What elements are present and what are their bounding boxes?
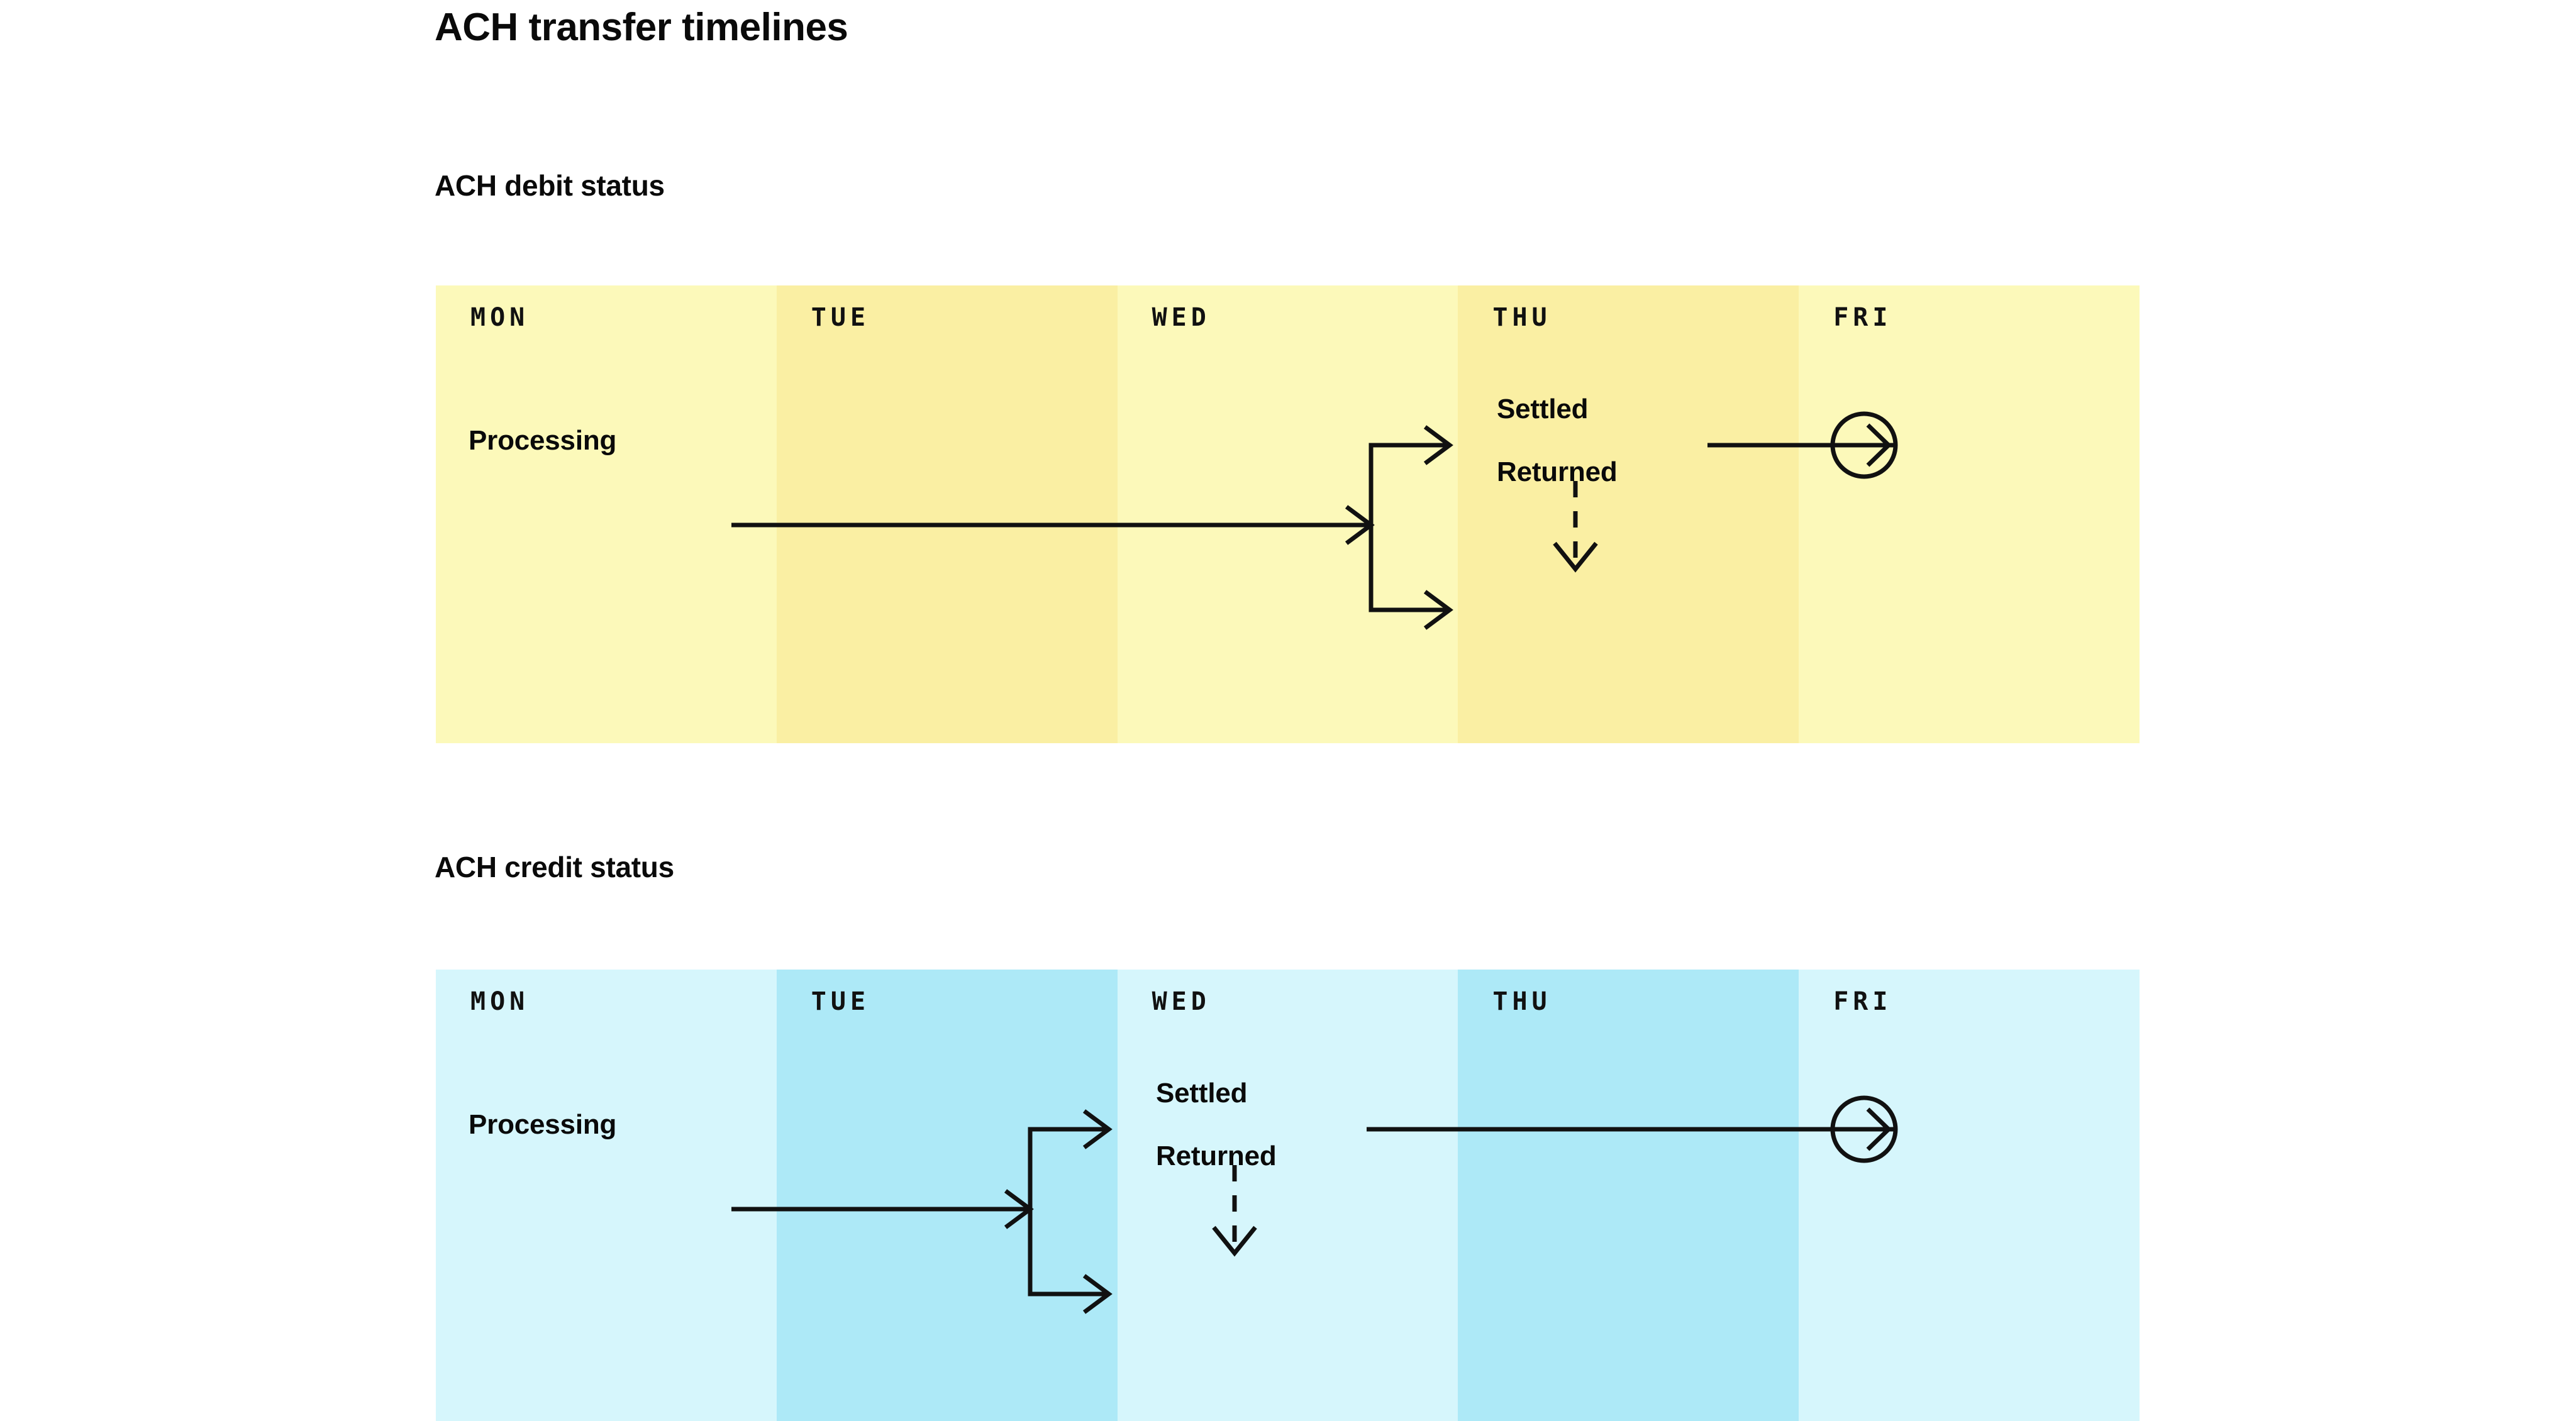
day-label-wed: WED — [1152, 987, 1211, 1016]
node-label-returned-credit: Returned — [1156, 1141, 1277, 1171]
chart-ach-credit-status: MON TUE WED THU FRI — [436, 970, 2140, 1421]
node-label-returned-debit: Returned — [1497, 456, 1618, 487]
day-label-thu: THU — [1492, 987, 1552, 1016]
day-band-thu: THU — [1458, 285, 1799, 743]
day-label-tue: TUE — [811, 987, 870, 1016]
day-bands-debit: MON TUE WED THU FRI — [436, 285, 2140, 743]
node-label-settled-credit: Settled — [1156, 1078, 1248, 1109]
day-band-fri: FRI — [1799, 970, 2140, 1421]
day-band-wed: WED — [1117, 970, 1458, 1421]
day-band-tue: TUE — [776, 970, 1118, 1421]
day-label-mon: MON — [470, 303, 530, 332]
day-band-mon: MON — [436, 285, 777, 743]
day-bands-credit: MON TUE WED THU FRI — [436, 970, 2140, 1421]
page-title: ACH transfer timelines — [435, 6, 848, 49]
day-band-tue: TUE — [776, 285, 1118, 743]
day-band-fri: FRI — [1799, 285, 2140, 743]
day-band-wed: WED — [1117, 285, 1458, 743]
day-label-wed: WED — [1152, 303, 1211, 332]
section-heading-credit: ACH credit status — [435, 851, 674, 883]
node-label-processing-credit: Processing — [469, 1109, 617, 1140]
day-band-mon: MON — [436, 970, 777, 1421]
day-label-fri: FRI — [1833, 987, 1892, 1016]
day-label-tue: TUE — [811, 303, 870, 332]
section-heading-debit: ACH debit status — [435, 169, 665, 202]
day-band-thu: THU — [1458, 970, 1799, 1421]
day-label-thu: THU — [1492, 303, 1552, 332]
day-label-mon: MON — [470, 987, 530, 1016]
node-label-processing-debit: Processing — [469, 425, 617, 456]
chart-ach-debit-status: MON TUE WED THU FRI — [436, 285, 2140, 743]
node-label-settled-debit: Settled — [1497, 394, 1589, 424]
day-label-fri: FRI — [1833, 303, 1892, 332]
